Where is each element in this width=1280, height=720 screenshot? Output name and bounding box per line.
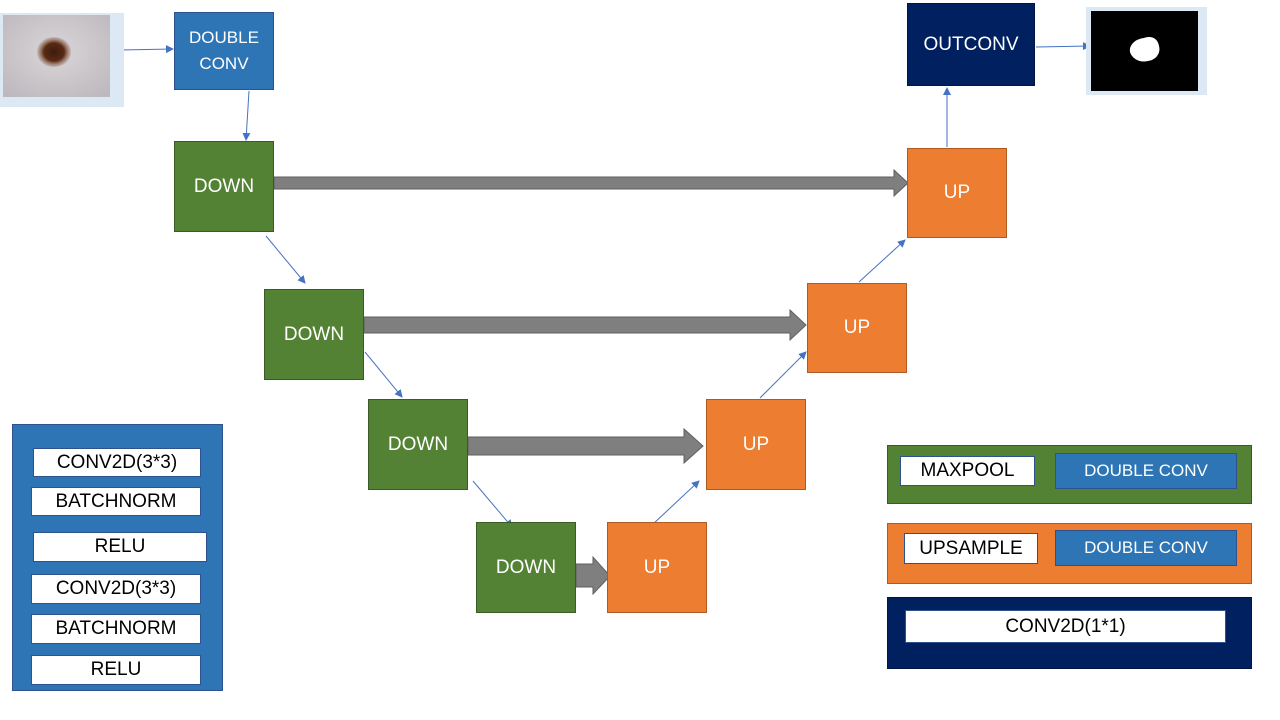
skip-arrow-2 [363, 308, 807, 342]
flow-arrow-outconv-output [1035, 42, 1091, 51]
down-node-4: DOWN [476, 522, 576, 613]
flow-arrow-input [117, 45, 174, 54]
legend-conv2d-1x1-label: CONV2D(1*1) [905, 610, 1226, 643]
flow-arrow-dc-down1 [242, 90, 251, 141]
double-conv-detail-panel: CONV2D(3*3) BATCHNORM RELU CONV2D(3*3) B… [12, 424, 223, 691]
flow-arrow-down1-down2 [265, 235, 306, 284]
skip-arrow-1 [273, 168, 909, 198]
flow-arrow-up4-up3 [651, 480, 700, 526]
segmentation-mask-icon [1091, 11, 1198, 91]
skip-arrow-3 [467, 427, 704, 465]
detail-layer-conv2d-1: CONV2D(3*3) [33, 448, 201, 477]
up-node-2: UP [807, 283, 907, 373]
skin-lesion-photo-icon [3, 15, 110, 97]
up-node-1: UP [907, 148, 1007, 238]
down-node-2: DOWN [264, 289, 364, 380]
legend-down-double-conv: DOUBLE CONV [1055, 453, 1237, 489]
down-node-1: DOWN [174, 141, 274, 232]
detail-layer-relu-1: RELU [33, 532, 207, 562]
legend-down-block: MAXPOOL DOUBLE CONV [887, 445, 1252, 504]
up-node-4: UP [607, 522, 707, 613]
flow-arrow-down2-down3 [364, 351, 403, 398]
flow-arrow-up3-up2 [759, 351, 807, 399]
legend-up-block: UPSAMPLE DOUBLE CONV [887, 523, 1252, 584]
legend-up-double-conv: DOUBLE CONV [1055, 530, 1237, 566]
outconv-node: OUTCONV [907, 3, 1035, 86]
detail-layer-batchnorm-1: BATCHNORM [31, 487, 201, 516]
down-node-3: DOWN [368, 399, 468, 490]
detail-layer-relu-2: RELU [31, 655, 201, 685]
detail-layer-conv2d-2: CONV2D(3*3) [31, 574, 201, 604]
double-conv-node: DOUBLE CONV [174, 12, 274, 90]
flow-arrow-up2-up1 [858, 239, 906, 283]
output-mask-image [1086, 7, 1207, 95]
skip-arrow-4 [575, 555, 611, 596]
legend-outconv-block: CONV2D(1*1) [887, 597, 1252, 669]
detail-layer-batchnorm-2: BATCHNORM [31, 614, 201, 644]
input-image [0, 13, 124, 107]
legend-maxpool-label: MAXPOOL [900, 456, 1035, 486]
flow-arrow-down3-down4 [472, 480, 513, 528]
up-node-3: UP [706, 399, 806, 490]
legend-upsample-label: UPSAMPLE [904, 533, 1038, 564]
